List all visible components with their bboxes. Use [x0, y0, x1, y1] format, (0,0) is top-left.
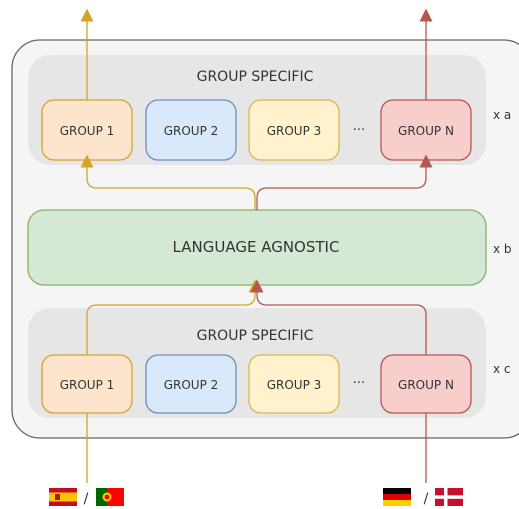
denmark-flag-icon [435, 488, 463, 506]
top-group-n-label: GROUP N [398, 124, 454, 138]
bottom-group-1-label: GROUP 1 [60, 378, 115, 392]
bottom-block-multiplier: x c [493, 362, 511, 376]
top-group-3-label: GROUP 3 [267, 124, 322, 138]
top-group-1-label: GROUP 1 [60, 124, 115, 138]
red-path-to-top-group-n [256, 154, 433, 210]
bottom-group-specific-block: GROUP SPECIFIC GROUP 1 GROUP 2 GROUP 3 ·… [28, 308, 486, 418]
bottom-group-2-label: GROUP 2 [164, 378, 219, 392]
top-group-2-box [145, 99, 237, 161]
bottom-group-n-label: GROUP N [398, 378, 454, 392]
top-group-2-label: GROUP 2 [164, 124, 219, 138]
bottom-block-title: GROUP SPECIFIC [197, 328, 314, 344]
top-ellipsis: ··· [353, 123, 365, 138]
red-path-to-agnostic [250, 279, 427, 355]
gold-path-to-top-group-1 [80, 154, 256, 210]
top-block-title: GROUP SPECIFIC [197, 69, 314, 85]
bottom-group-2-box [145, 354, 237, 414]
bottom-ellipsis: ··· [353, 376, 365, 391]
middle-block-multiplier: x b [493, 242, 512, 256]
portugal-flag-icon [96, 488, 124, 506]
top-group-specific-block: GROUP SPECIFIC GROUP 1 GROUP 2 GROUP 3 ·… [28, 55, 486, 165]
spain-flag-icon [49, 488, 77, 506]
bottom-group-3-box [248, 354, 340, 414]
gold-path-to-agnostic [86, 279, 262, 355]
left-flag-separator: / [84, 491, 89, 507]
top-block-multiplier: x a [493, 108, 511, 122]
right-flag-separator: / [424, 491, 429, 507]
language-agnostic-label: LANGUAGE AGNOSTIC [173, 238, 340, 256]
germany-flag-icon [383, 488, 411, 506]
bottom-group-3-label: GROUP 3 [267, 378, 322, 392]
top-group-3-box [248, 99, 340, 161]
